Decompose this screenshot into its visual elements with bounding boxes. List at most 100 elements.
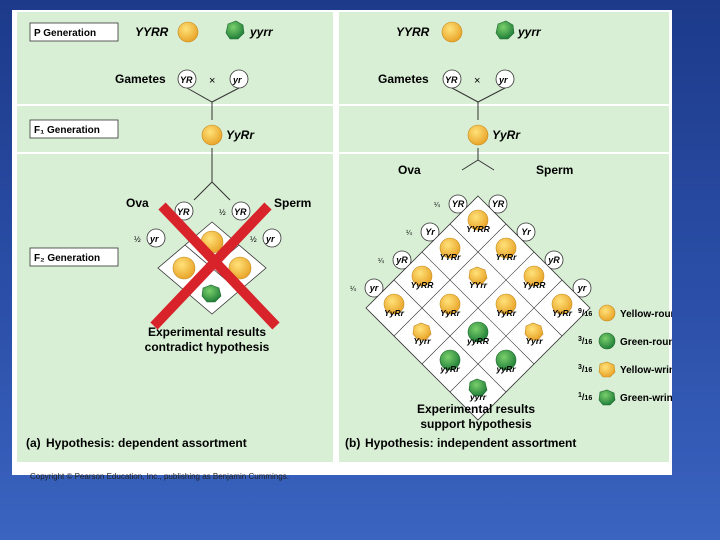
gamete-circle	[516, 222, 536, 242]
gamete-label: yr	[577, 283, 587, 293]
gamete-circle	[146, 228, 166, 248]
panel-a-band-2	[17, 152, 333, 154]
yellow-round-pea-icon	[439, 293, 461, 315]
green-round-pea-icon	[439, 349, 461, 371]
fraction-label: ¼	[378, 258, 384, 265]
panel-b-result-line2: support hypothesis	[420, 417, 532, 431]
punnett-genotype: YyRr	[384, 308, 405, 318]
punnett-genotype: yyRr	[440, 364, 461, 374]
punnett-genotype: YyRr	[552, 308, 573, 318]
parent-genotype-yyrr-dominant: YYRR	[135, 25, 169, 39]
gamete-circle	[448, 194, 468, 214]
gamete-label: yr	[498, 75, 508, 85]
f2-generation-box	[29, 247, 119, 267]
yellow-round-pea-icon	[495, 237, 517, 259]
punnett-genotype: YyRr	[440, 308, 461, 318]
yellow-round-pea-icon	[598, 304, 616, 322]
gamete-circle	[420, 222, 440, 242]
legend-ratio: 3/16	[578, 364, 592, 375]
p-generation-label: P Generation	[34, 28, 96, 39]
yellow-round-pea-icon	[551, 293, 573, 315]
legend-row-yellow-wrinkled: 3/16 Yellow-wrinkled	[578, 361, 672, 378]
gamete-label: YR	[177, 207, 190, 217]
legend-label: Green-wrinkled	[620, 393, 672, 404]
red-x-mark	[150, 202, 280, 330]
yellow-wrinkled-pea-icon	[412, 322, 432, 341]
legend-row-green-round: 3/16 Green-round	[578, 332, 672, 350]
panel-a: P Generation F₁ Generation F₂ Generation…	[26, 20, 311, 450]
yellow-wrinkled-pea-icon	[598, 361, 616, 378]
punnett-genotype: yyRr	[496, 364, 517, 374]
fraction-label: ¼	[406, 230, 412, 237]
gamete-label: YR	[234, 207, 247, 217]
punnett-genotype: Yyrr	[525, 336, 543, 346]
panel-b-caption-letter: (b)	[345, 436, 360, 450]
yellow-round-pea-icon	[228, 256, 252, 280]
gamete-circle	[364, 278, 384, 298]
fraction-label: ½	[250, 235, 257, 244]
punnett-genotype: YYRR	[466, 224, 490, 234]
yellow-round-pea-icon	[411, 265, 433, 287]
gamete-label: YR	[452, 199, 465, 209]
green-wrinkled-pea-icon	[468, 378, 488, 397]
gamete-label: Yr	[521, 227, 531, 237]
gamete-label: yR	[547, 255, 560, 265]
gamete-fusion-arrow	[451, 87, 506, 120]
gamete-label: YR	[180, 75, 193, 85]
f1-generation-label: F₁ Generation	[34, 125, 100, 136]
f1-genotype: YyRr	[492, 128, 521, 142]
cross-symbol: ×	[474, 75, 480, 87]
gamete-circle	[572, 278, 592, 298]
punnett-genotype: YYRr	[496, 252, 517, 262]
punnett-genotype: Yyrr	[413, 336, 431, 346]
f1-generation-box	[29, 119, 119, 139]
green-wrinkled-pea-icon	[225, 20, 245, 40]
punnett-genotype: YyRR	[411, 280, 435, 290]
gametes-label: Gametes	[115, 72, 166, 86]
gamete-circle	[174, 201, 194, 221]
gamete-label: YR	[445, 75, 458, 85]
yellow-round-pea-icon	[439, 237, 461, 259]
f2-generation-label: F₂ Generation	[34, 253, 100, 264]
panel-a-result-line2: contradict hypothesis	[145, 340, 270, 354]
p-generation-box	[29, 22, 119, 42]
legend-label: Green-round	[620, 337, 672, 348]
gamete-label: yr	[369, 283, 379, 293]
cross-symbol: ×	[209, 75, 215, 87]
gamete-circle	[231, 201, 251, 221]
legend-ratio: 9/16	[578, 308, 592, 319]
punnett-genotype: YYrr	[469, 280, 488, 290]
gamete-fusion-arrow	[186, 87, 240, 120]
green-round-pea-icon	[495, 349, 517, 371]
legend-ratio: 1/16	[578, 392, 592, 403]
punnett-genotype: YyRR	[523, 280, 547, 290]
green-wrinkled-pea-icon	[201, 284, 222, 303]
fraction-label: ½	[134, 235, 141, 244]
sperm-label: Sperm	[274, 196, 311, 210]
gamete-circle	[262, 228, 282, 248]
green-round-pea-icon	[598, 332, 616, 350]
legend-row-yellow-round: 9/16 Yellow-round	[578, 304, 672, 322]
slide: P Generation F₁ Generation F₂ Generation…	[12, 10, 672, 481]
panel-a-caption: Hypothesis: dependent assortment	[46, 436, 247, 450]
f1-split-arrow	[193, 148, 231, 201]
legend-ratio: 3/16	[578, 336, 592, 347]
gamete-circle	[544, 250, 564, 270]
gamete-label: YR	[492, 199, 505, 209]
gamete-circle	[488, 194, 508, 214]
sperm-label: Sperm	[536, 163, 573, 177]
parent-genotype-yyrr-recessive: yyrr	[249, 25, 274, 39]
panel-b-result-line1: Experimental results	[417, 402, 535, 416]
panel-b: YYRR yyrr Gametes YR × yr YyRr Ova Sperm…	[345, 20, 672, 450]
parent-genotype-yyrr-dominant: YYRR	[396, 25, 430, 39]
yellow-round-pea-icon	[172, 256, 196, 280]
green-wrinkled-pea-icon	[495, 20, 515, 40]
f1-genotype: YyRr	[226, 128, 255, 142]
gamete-label: Yr	[425, 227, 435, 237]
green-wrinkled-pea-icon	[598, 389, 616, 406]
panel-b-band-2	[339, 152, 669, 154]
punnett-genotype: yyrr	[469, 392, 487, 402]
genetics-diagram: P Generation F₁ Generation F₂ Generation…	[26, 20, 672, 450]
panel-a-band-1	[17, 104, 333, 106]
